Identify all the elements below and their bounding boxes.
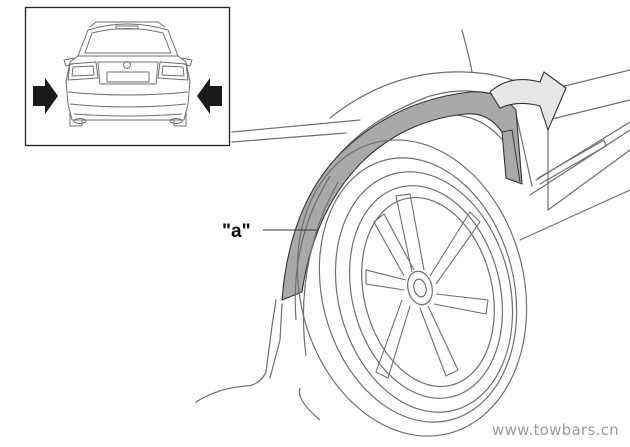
callout-a: "a" (222, 221, 318, 242)
wheel-rim (348, 185, 504, 399)
flare-edge-highlight (501, 129, 521, 183)
inset-rear-view (24, 6, 231, 147)
vehicle-rear-illustration (63, 21, 193, 127)
watermark: www.towbars.cn (492, 421, 619, 439)
push-arrow-right-icon (197, 78, 222, 114)
license-plate (106, 71, 150, 83)
wheel-hub (407, 270, 433, 306)
wheel-assembly (294, 139, 528, 437)
vehicle-body-lines (195, 29, 630, 403)
push-arrow-left-icon (33, 78, 58, 114)
inset-frame (24, 6, 231, 147)
brand-badge (123, 61, 131, 69)
wheel-spokes (365, 193, 489, 379)
callout-label: "a" (222, 221, 251, 242)
wheel-arch-flare (281, 91, 523, 301)
removal-direction-arrow-icon (489, 71, 567, 131)
